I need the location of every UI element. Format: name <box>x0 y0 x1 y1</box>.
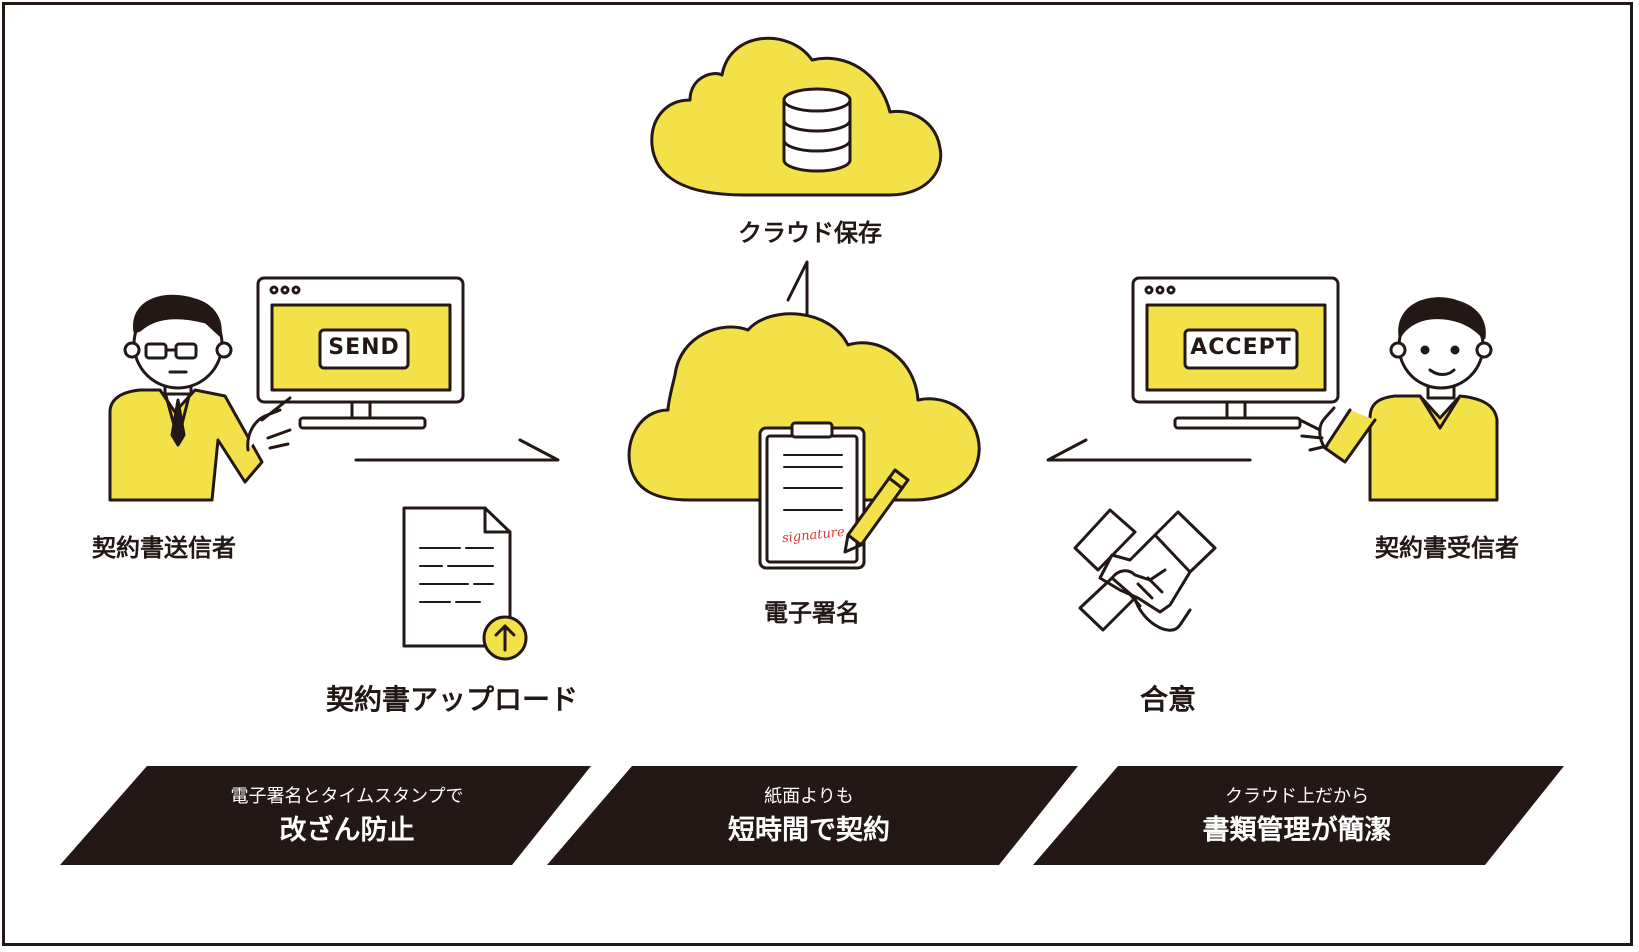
monitor-icon-right <box>1131 276 1340 430</box>
send-button: SEND <box>328 335 400 360</box>
accept-button: ACCEPT <box>1190 335 1292 360</box>
arrow-right-icon <box>354 438 560 462</box>
agreement-label: 合意 <box>1139 683 1197 716</box>
arrow-left-icon <box>1046 438 1252 462</box>
banner-2-sub: 紙面よりも <box>764 786 854 807</box>
upload-label: 契約書アップロード <box>325 683 579 716</box>
handshake-icon <box>1073 508 1217 632</box>
monitor-icon-left <box>256 276 465 430</box>
banner-3-main: 書類管理が簡潔 <box>1202 815 1392 846</box>
banner-2-main: 短時間で契約 <box>728 815 890 846</box>
banner-2: 紙面よりも 短時間で契約 <box>728 782 890 847</box>
clipboard-icon <box>758 421 866 570</box>
database-icon <box>782 87 852 173</box>
banner-1: 電子署名とタイムスタンプで 改ざん防止 <box>230 782 463 847</box>
document-upload-icon <box>402 506 528 661</box>
sender-label: 契約書送信者 <box>92 534 236 562</box>
receiver-label: 契約書受信者 <box>1375 534 1519 562</box>
e-signature-label: 電子署名 <box>764 599 860 627</box>
cloud-storage-label: クラウド保存 <box>738 219 882 247</box>
cloud-icon <box>627 312 981 502</box>
banner-3-sub: クラウド上だから <box>1225 786 1369 807</box>
banners <box>60 766 1564 865</box>
banner-1-main: 改ざん防止 <box>279 815 415 846</box>
person-icon-sender <box>108 294 292 502</box>
banner-3: クラウド上だから 書類管理が簡潔 <box>1203 782 1392 847</box>
banner-1-sub: 電子署名とタイムスタンプで <box>230 786 464 807</box>
person-icon-receiver <box>1298 297 1499 502</box>
pencil-icon <box>843 468 910 554</box>
